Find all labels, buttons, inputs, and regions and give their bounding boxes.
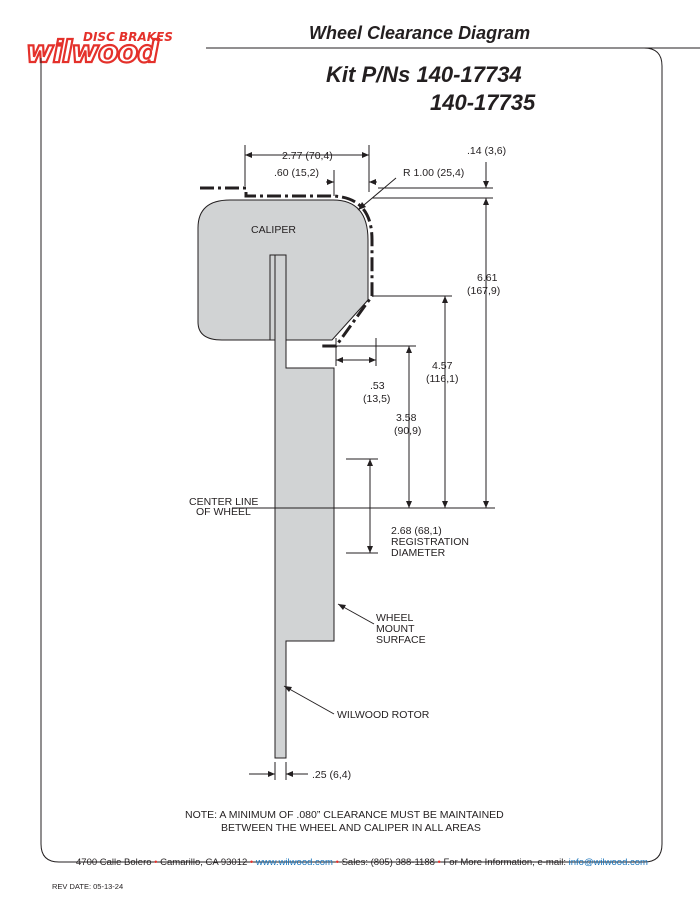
footer-sales: Sales: (805) 388-1188 — [342, 857, 435, 868]
dim-0-53-mm: (13,5) — [363, 393, 390, 405]
dim-radius: R 1.00 (25,4) — [403, 167, 464, 179]
dim-6-61: 6.61 — [477, 272, 498, 284]
arrowheads — [245, 152, 489, 777]
footer-bullet-3: • — [336, 857, 339, 868]
footer-bullet-2: • — [250, 857, 253, 868]
center-line-label-1: CENTER LINE — [189, 496, 258, 508]
registration-label-2: REGISTRATION — [391, 536, 469, 548]
mount-surface-label-3: SURFACE — [376, 634, 426, 646]
mount-surface-label-2: MOUNT — [376, 623, 415, 635]
footer-info: For More Information, e-mail: — [444, 857, 566, 868]
dim-4-57-mm: (116,1) — [426, 373, 459, 385]
dim-rotor-thickness: .25 (6,4) — [312, 769, 351, 781]
logo-wordmark: wilwood — [26, 35, 159, 70]
dim-2-77: 2.77 (70,4) — [282, 150, 333, 162]
rotor-shape — [274, 254, 335, 759]
footer-contact: 4700 Calle Bolero • Camarillo, CA 93012 … — [76, 857, 648, 868]
dim-0-14: .14 (3,6) — [467, 145, 506, 157]
logo-tagline: DISC BRAKES — [83, 30, 173, 44]
clearance-note-line1: NOTE: A MINIMUM OF .080” CLEARANCE MUST … — [185, 809, 504, 821]
footer-email-link[interactable]: info@wilwood.com — [569, 857, 648, 868]
dim-3-58-mm: (90,9) — [394, 425, 421, 437]
registration-label-1: 2.68 (68,1) — [391, 525, 442, 537]
center-line-label-2: OF WHEEL — [196, 506, 251, 518]
dim-0-53: .53 — [370, 380, 385, 392]
page-frame — [40, 47, 663, 863]
dim-6-61-mm: (167,9) — [467, 285, 500, 297]
caliper-label: CALIPER — [251, 224, 296, 236]
rev-date: REV DATE: 05-13-24 — [52, 882, 123, 891]
registration-label-3: DIAMETER — [391, 547, 446, 559]
wilwood-logo: DISC BRAKES wilwood — [25, 30, 173, 71]
kit-part-numbers-2: 140-17735 — [430, 90, 536, 115]
footer-city: Camarillo, CA 93012 — [160, 857, 247, 868]
dim-0-60: .60 (15,2) — [274, 167, 319, 179]
rotor-label: WILWOOD ROTOR — [337, 709, 430, 721]
footer-bullet-1: • — [154, 857, 157, 868]
dim-4-57: 4.57 — [432, 360, 453, 372]
kit-part-numbers-1: Kit P/Ns 140-17734 — [326, 62, 522, 87]
footer-address: 4700 Calle Bolero — [76, 857, 152, 868]
page-title: Wheel Clearance Diagram — [309, 23, 530, 43]
mount-surface-label-1: WHEEL — [376, 612, 414, 624]
footer-website-link[interactable]: www.wilwood.com — [255, 857, 333, 868]
dim-3-58: 3.58 — [396, 412, 417, 424]
clearance-note-line2: BETWEEN THE WHEEL AND CALIPER IN ALL ARE… — [221, 822, 481, 834]
footer-bullet-4: • — [438, 857, 441, 868]
